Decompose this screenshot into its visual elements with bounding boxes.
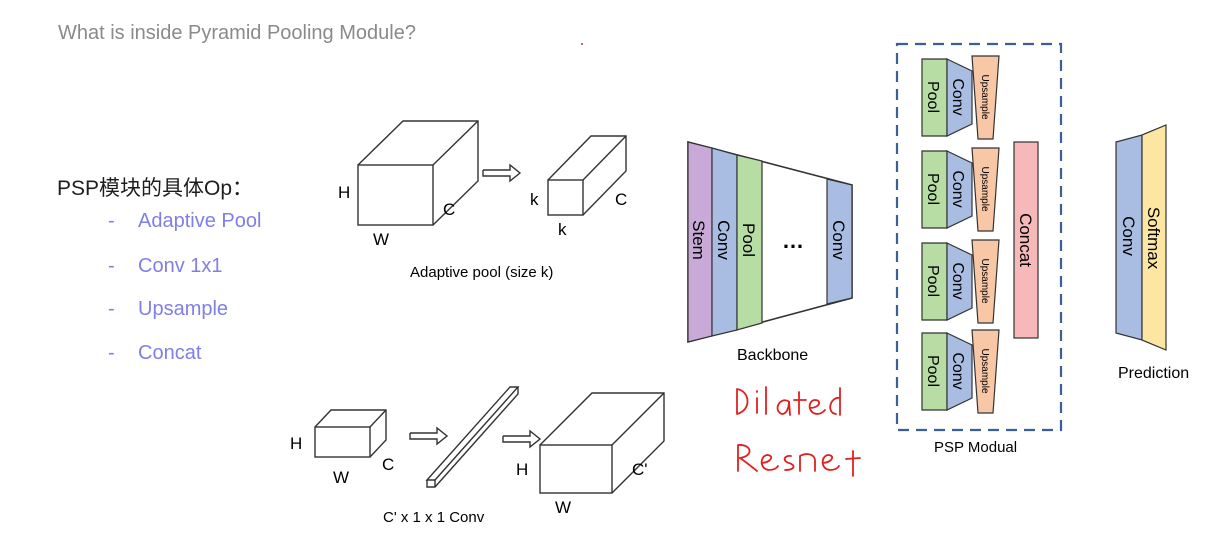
prediction-softmax-label: Softmax [1144, 207, 1163, 270]
adaptive-pool-output-cuboid [547, 135, 627, 216]
psp-pool-label: Pool [924, 81, 941, 113]
bullet-conv-1x1: -Conv 1x1 [108, 255, 223, 277]
psp-pool-label: Pool [924, 173, 941, 205]
handwritten-dilated-resnet [736, 386, 861, 477]
backbone-pool-label: Pool [739, 223, 758, 257]
psp-concat-block [1013, 141, 1039, 339]
conv-arrow-1-icon [409, 426, 449, 446]
bullet-upsample: -Upsample [108, 298, 229, 320]
bullet-adaptive-pool: -Adaptive Pool [108, 210, 262, 232]
psp-module-dashed-border [895, 42, 1063, 432]
prediction-conv-label: Conv [1119, 216, 1138, 256]
psp-module-label: PSP Modual [934, 439, 1017, 456]
ops-heading: PSP模块的具体Op： [57, 177, 254, 200]
backbone-stem-label: Stem [689, 220, 708, 260]
psp-conv-label: Conv [949, 262, 966, 299]
conv-output-w-label: W [555, 498, 571, 517]
psp-upsample-block [971, 147, 1000, 232]
adaptive-pool-caption: Adaptive pool (size k) [410, 264, 553, 281]
psp-upsample-label: Upsample [979, 166, 990, 211]
conv-output-h-label: H [516, 460, 528, 479]
conv-input-cuboid [314, 409, 387, 458]
adaptive-input-h-label: H [338, 183, 350, 202]
psp-conv-block [946, 58, 973, 137]
psp-conv-block [946, 242, 973, 321]
adaptive-input-w-label: W [373, 230, 389, 249]
conv-output-cuboid [539, 392, 665, 494]
backbone-conv-last-block [826, 178, 853, 305]
psp-upsample-label: Upsample [979, 258, 990, 303]
adaptive-pool-input-cuboid [357, 120, 479, 226]
backbone-pool-block [736, 154, 763, 331]
backbone-ellipsis: … [782, 228, 804, 253]
conv-arrow-2-icon [502, 429, 542, 449]
psp-pool-label: Pool [924, 265, 941, 297]
psp-upsample-block [971, 239, 1000, 324]
conv-input-w-label: W [333, 468, 349, 487]
conv-output-c-label: C' [632, 460, 648, 479]
psp-conv-block [946, 332, 973, 411]
psp-conv-label: Conv [949, 78, 966, 115]
backbone-conv-last-label: Conv [829, 220, 848, 260]
adaptive-output-k-bottom-label: k [558, 220, 567, 239]
psp-pool-label: Pool [924, 355, 941, 387]
psp-conv-label: Conv [949, 352, 966, 389]
psp-concat-label: Concat [1016, 213, 1035, 267]
backbone-label: Backbone [737, 347, 808, 364]
adaptive-pool-arrow-icon [482, 163, 522, 183]
page-title: What is inside Pyramid Pooling Module? [58, 22, 416, 44]
prediction-label: Prediction [1118, 365, 1189, 382]
prediction-softmax-block [1141, 124, 1167, 351]
psp-upsample-label: Upsample [979, 74, 990, 119]
conv-input-h-label: H [290, 434, 302, 453]
adaptive-output-c-label: C [615, 190, 627, 209]
conv-caption: C' x 1 x 1 Conv [383, 509, 485, 526]
conv-input-c-label: C [382, 455, 394, 474]
psp-conv-label: Conv [949, 170, 966, 207]
psp-upsample-label: Upsample [979, 348, 990, 393]
psp-upsample-block [971, 55, 1000, 140]
conv-kernel-rod [425, 386, 520, 488]
backbone-conv-label: Conv [714, 220, 733, 260]
adaptive-input-c-label: C [443, 200, 455, 219]
psp-conv-block [946, 150, 973, 229]
bullet-concat: -Concat [108, 342, 202, 364]
psp-upsample-block [971, 329, 1000, 414]
stray-dot [581, 43, 583, 45]
adaptive-output-k-left-label: k [530, 190, 539, 209]
